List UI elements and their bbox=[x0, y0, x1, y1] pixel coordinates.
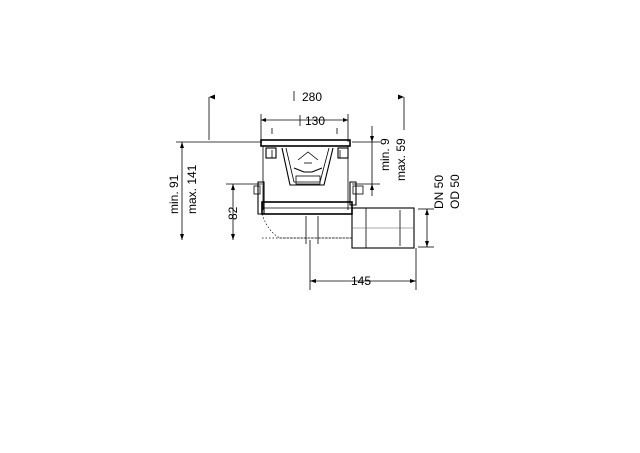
dimension-height-max-label: max. 141 bbox=[185, 164, 199, 214]
dimension-top-height: min. 9 max. 59 bbox=[352, 126, 408, 196]
dimension-82: 82 bbox=[226, 183, 262, 240]
arrow-down-icon bbox=[370, 136, 374, 142]
arrow-left-icon bbox=[310, 279, 316, 283]
dimension-total-height: min. 91 max. 141 bbox=[167, 141, 262, 240]
dimension-145: 145 bbox=[309, 240, 417, 290]
dimension-280: 280 bbox=[208, 90, 405, 140]
outlet-dn-label: DN 50 bbox=[432, 175, 446, 209]
arrow-right-icon bbox=[410, 279, 416, 283]
dimension-height-min-label: min. 91 bbox=[167, 174, 181, 214]
arrow-down-icon bbox=[425, 241, 429, 247]
dimension-outlet-diameter: DN 50 OD 50 bbox=[418, 174, 462, 248]
arrow-up-icon bbox=[425, 209, 429, 215]
dimension-130-label: 130 bbox=[305, 114, 325, 128]
dimension-top-min-label: min. 9 bbox=[378, 138, 392, 171]
arrow-left-icon bbox=[209, 94, 215, 100]
arrow-left-icon bbox=[261, 118, 266, 122]
arrow-right-icon bbox=[343, 118, 348, 122]
outlet-od-label: OD 50 bbox=[448, 174, 462, 209]
drain-body bbox=[253, 139, 415, 249]
arrow-right-icon bbox=[398, 94, 404, 100]
dimension-130: 130 bbox=[260, 114, 349, 142]
dimension-82-label: 82 bbox=[226, 206, 240, 220]
arrow-down-icon bbox=[231, 234, 235, 240]
arrow-up-icon bbox=[370, 184, 374, 190]
arrow-up-icon bbox=[231, 184, 235, 190]
dimension-145-label: 145 bbox=[351, 274, 371, 288]
dimension-top-max-label: max. 59 bbox=[394, 138, 408, 181]
grate-markers bbox=[271, 128, 338, 134]
dimension-280-label: 280 bbox=[302, 90, 322, 104]
arrow-up-icon bbox=[180, 142, 184, 148]
arrow-down-icon bbox=[180, 234, 184, 240]
